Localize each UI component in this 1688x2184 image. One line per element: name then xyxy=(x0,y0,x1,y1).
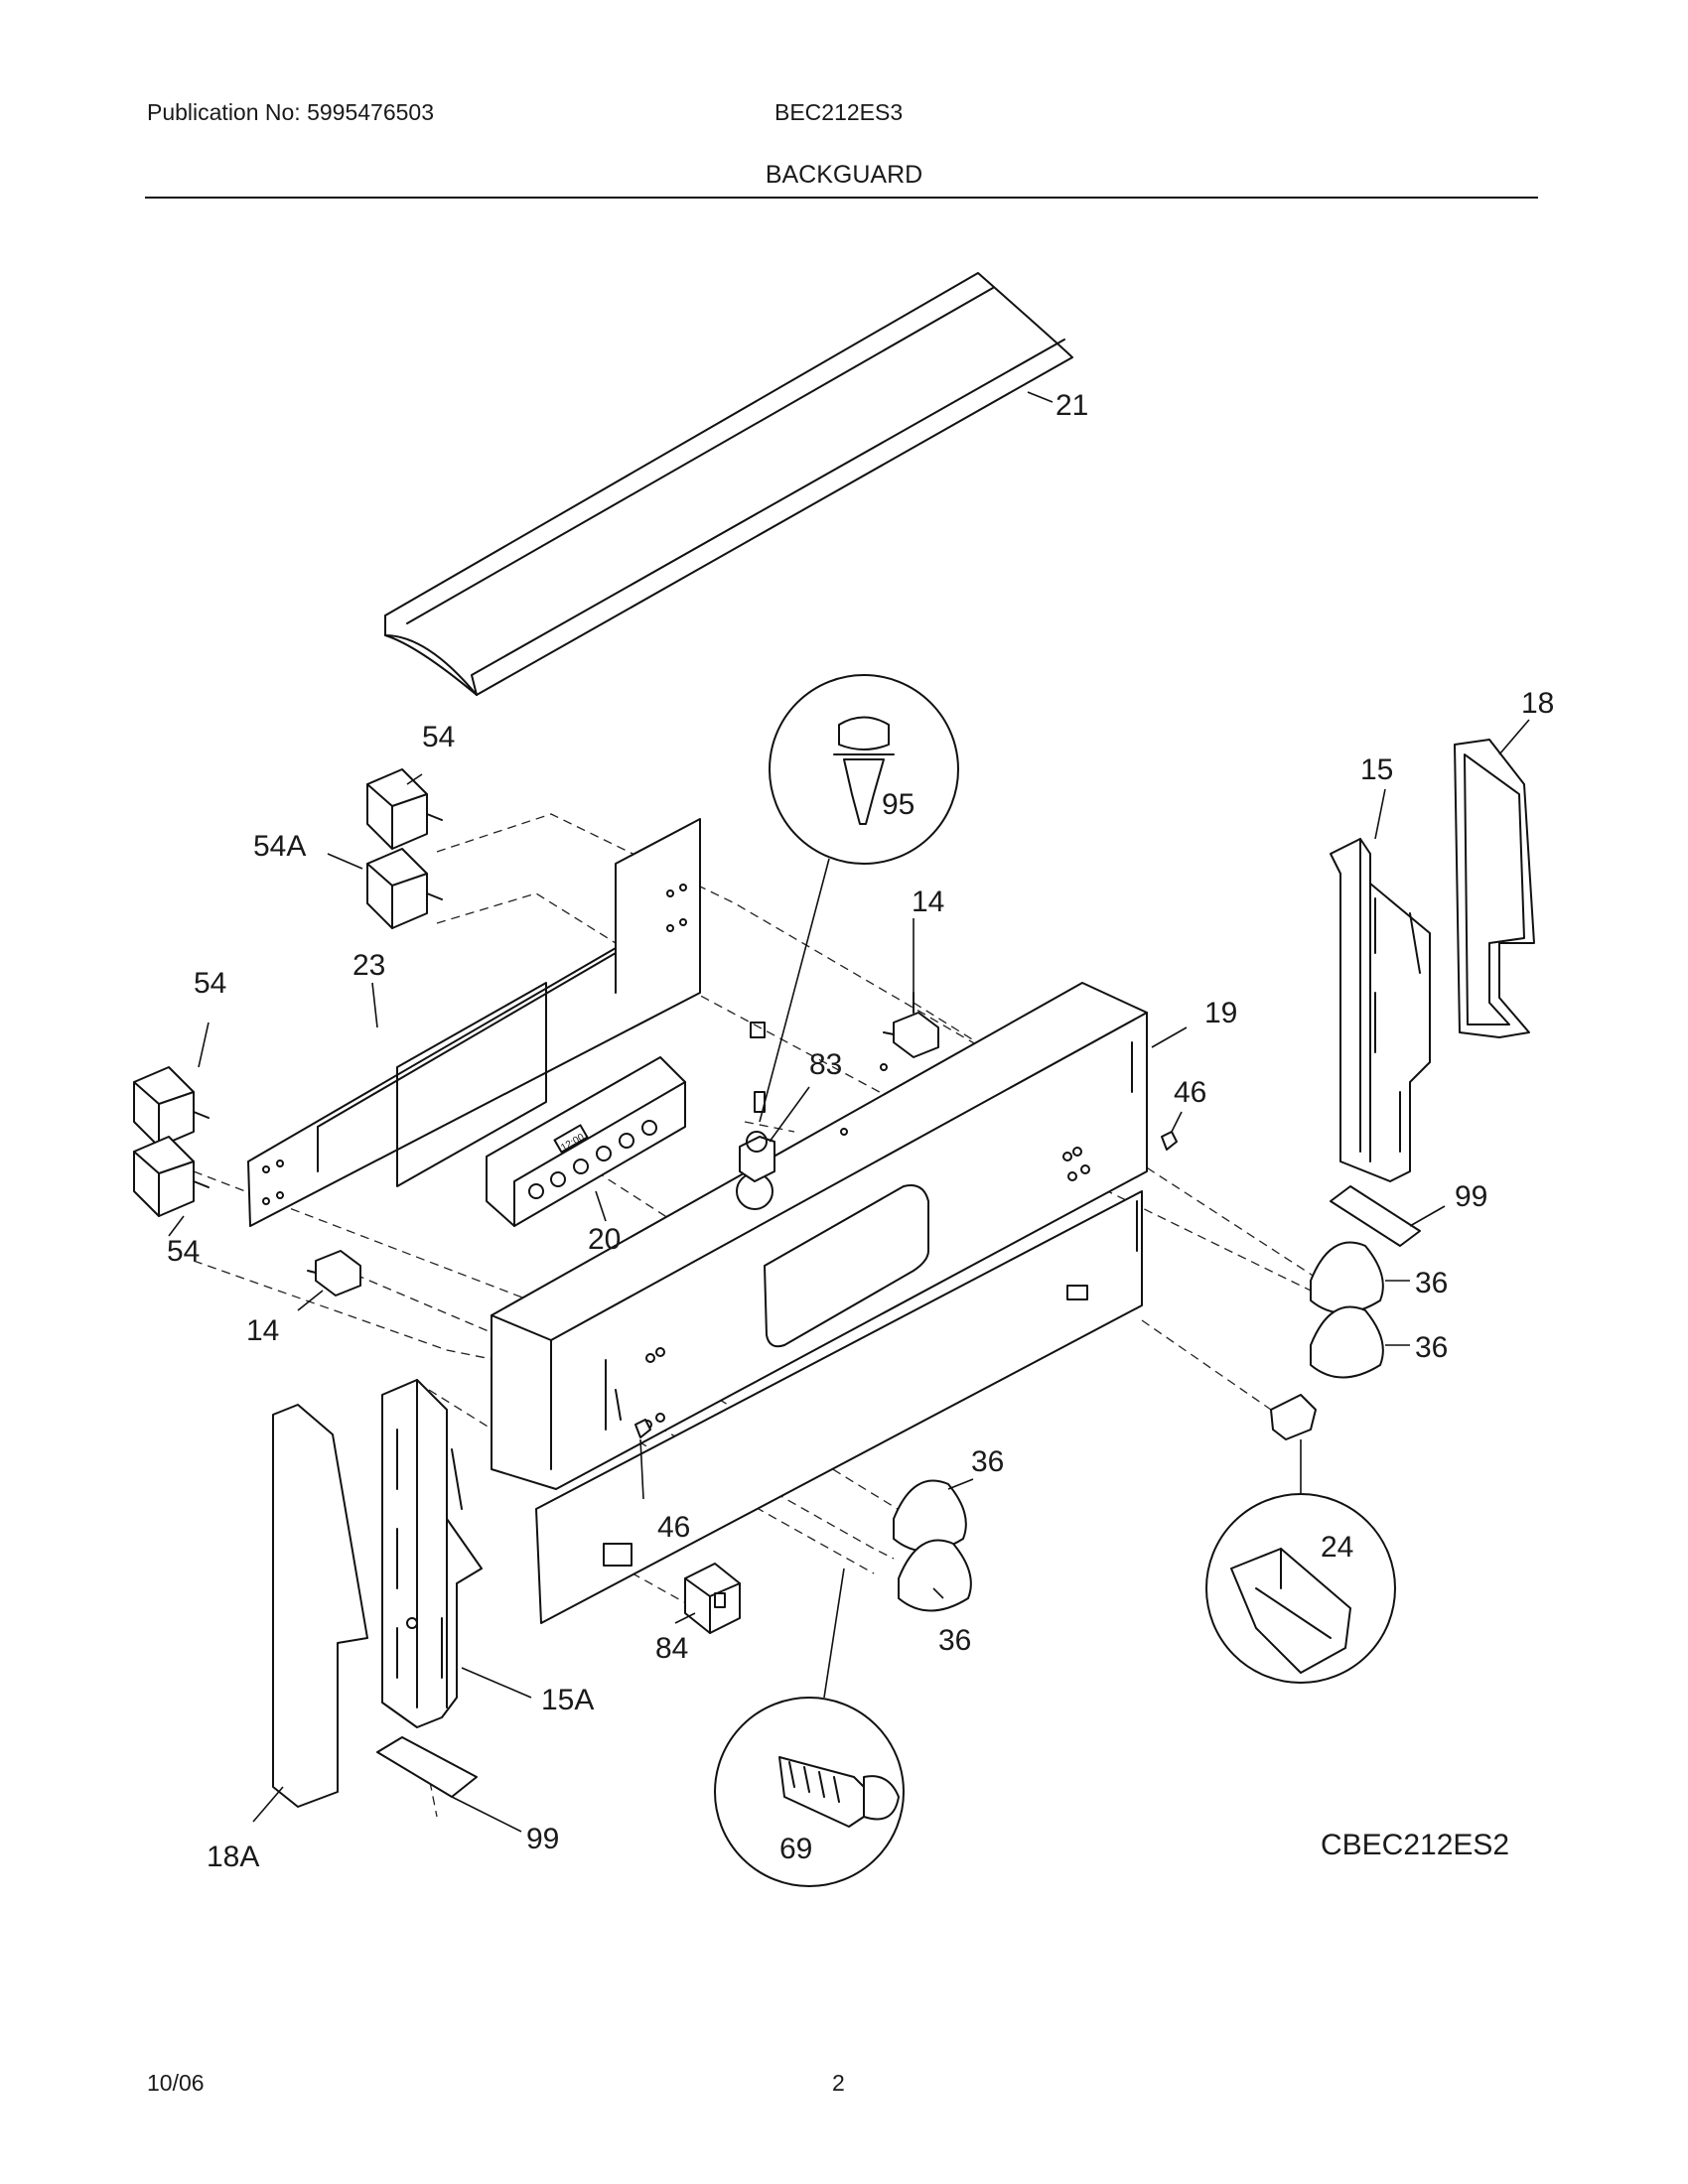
rocker-switch-24 xyxy=(1205,1394,1396,1684)
knob-36-b xyxy=(1310,1305,1384,1379)
end-bracket-15A xyxy=(381,1379,483,1728)
callout-54-left-upper: 54 xyxy=(194,967,226,1000)
callout-23: 23 xyxy=(352,949,385,982)
infinite-switch-54-left-lower xyxy=(133,1136,210,1217)
callout-83: 83 xyxy=(809,1048,842,1081)
callout-15: 15 xyxy=(1360,753,1393,786)
callout-36-c: 36 xyxy=(971,1445,1004,1478)
publication-number: Publication No: 5995476503 xyxy=(147,99,435,125)
callout-18A: 18A xyxy=(207,1841,259,1873)
model-number: BEC212ES3 xyxy=(774,99,904,125)
top-trim-21 xyxy=(384,272,1073,696)
drawing-id: CBEC212ES2 xyxy=(1321,1829,1509,1861)
callout-46-right: 46 xyxy=(1174,1076,1206,1109)
callout-84: 84 xyxy=(655,1632,688,1665)
callout-99-right: 99 xyxy=(1455,1180,1487,1213)
clock-board-20: 12:00 xyxy=(486,1056,686,1227)
main-backguard-19 xyxy=(491,982,1148,1624)
footer-date: 10/06 xyxy=(147,2070,205,2096)
end-cap-18 xyxy=(1454,739,1535,1038)
callout-20: 20 xyxy=(588,1223,621,1256)
callout-24: 24 xyxy=(1321,1531,1353,1564)
signal-light-14-bottom xyxy=(307,1250,361,1297)
knob-36-a xyxy=(1310,1241,1384,1314)
callout-leaders xyxy=(168,391,1530,1833)
signal-light-14-top xyxy=(883,992,939,1058)
callout-69: 69 xyxy=(779,1833,812,1865)
control-panel-bracket-23 xyxy=(247,818,701,1227)
footer-page-number: 2 xyxy=(832,2070,845,2096)
knob-36-d xyxy=(898,1539,972,1612)
infinite-switch-54-top xyxy=(366,768,443,850)
screw-46-right xyxy=(1161,1131,1178,1151)
callout-numbers: 21 54 54A 54 54 23 20 95 83 14 14 19 46 … xyxy=(167,389,1554,1873)
detail-circle-69 xyxy=(714,1568,905,1887)
callout-95: 95 xyxy=(882,788,914,821)
callout-36-a: 36 xyxy=(1415,1267,1448,1299)
infinite-switch-54A xyxy=(366,848,443,929)
callout-54-top: 54 xyxy=(422,721,455,753)
detail-circle-95 xyxy=(759,674,959,1123)
callout-15A: 15A xyxy=(541,1684,594,1716)
callout-54A: 54A xyxy=(253,830,306,863)
bracket-plate-99-left xyxy=(376,1736,478,1798)
callout-14-top: 14 xyxy=(912,886,944,918)
callout-46-left: 46 xyxy=(657,1511,690,1544)
receptacle-84 xyxy=(684,1563,741,1634)
section-title: BACKGUARD xyxy=(765,161,923,189)
lamp-socket-83 xyxy=(739,1022,775,1182)
screw-46-left xyxy=(634,1419,651,1438)
end-cap-18A xyxy=(272,1404,368,1808)
end-bracket-15 xyxy=(1330,838,1431,1182)
callout-54-left-lower: 54 xyxy=(167,1235,200,1268)
callout-36-d: 36 xyxy=(938,1624,971,1657)
callout-99-left: 99 xyxy=(526,1823,559,1855)
callout-14-bottom: 14 xyxy=(246,1314,279,1347)
callout-18: 18 xyxy=(1521,687,1554,720)
callout-19: 19 xyxy=(1204,997,1237,1029)
callout-21: 21 xyxy=(1055,389,1088,422)
bracket-plate-99-right xyxy=(1330,1185,1421,1247)
header-rule xyxy=(145,197,1538,199)
callout-36-b: 36 xyxy=(1415,1331,1448,1364)
infinite-switch-54-left-upper xyxy=(133,1066,210,1148)
